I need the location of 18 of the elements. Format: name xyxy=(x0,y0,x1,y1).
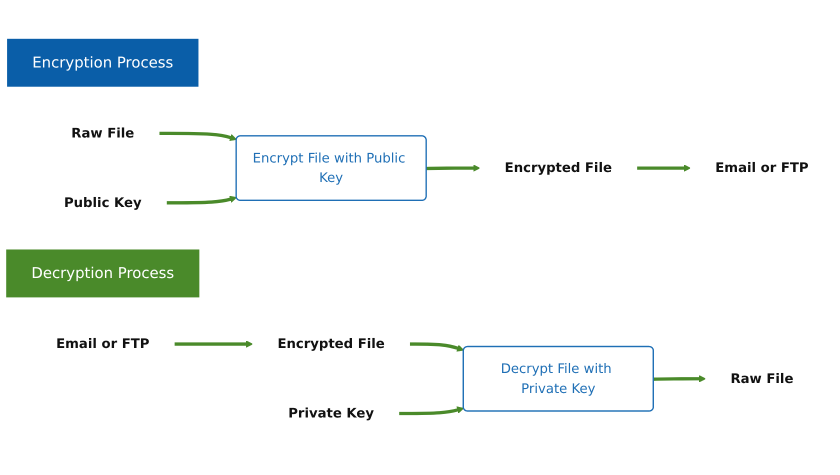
arrow xyxy=(174,340,254,348)
node-text: Encrypted File xyxy=(277,336,385,352)
arrow xyxy=(166,196,237,204)
arrow xyxy=(159,132,237,141)
arrow xyxy=(654,375,706,382)
node-text: Raw File xyxy=(71,125,134,141)
node-text: Encrypted File xyxy=(504,160,612,176)
arrow xyxy=(636,164,691,172)
node-box: Decryption Process xyxy=(6,249,200,298)
node-text: Private Key xyxy=(288,405,374,421)
arrow xyxy=(426,164,480,172)
arrow xyxy=(398,406,464,416)
node-text: Public Key xyxy=(64,194,142,210)
node-box: Encryption Process xyxy=(7,38,198,87)
node-text: Email or FTP xyxy=(56,336,150,352)
arrow xyxy=(410,342,464,352)
node-text: Raw File xyxy=(730,370,794,386)
node-text: Email or FTP xyxy=(715,160,809,176)
